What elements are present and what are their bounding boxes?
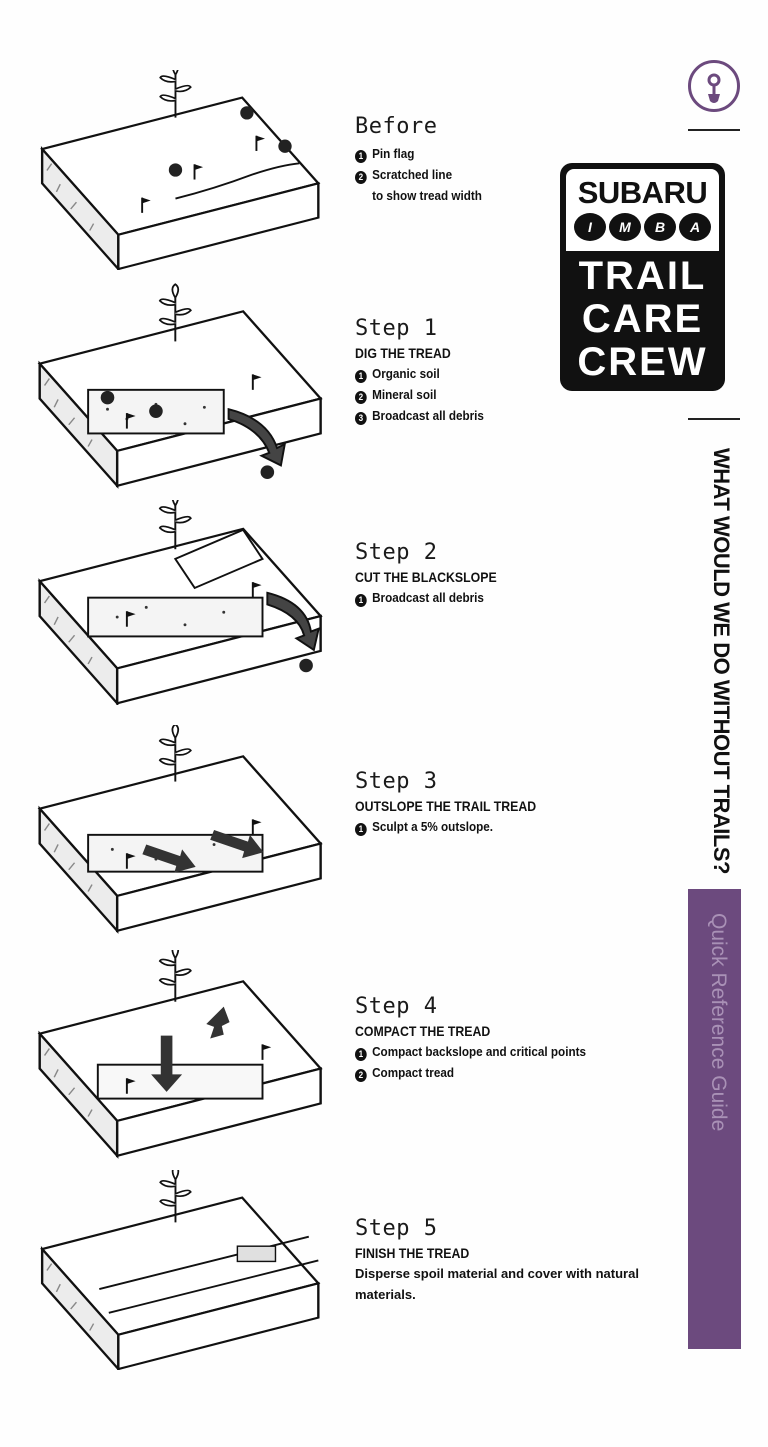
number-badge: 2 [355,1069,367,1082]
step-item: 1 Compact backslope and critical points [355,1041,625,1062]
number-badge: 1 [355,1048,367,1061]
item-text: Broadcast all debris [372,408,484,423]
step-item: 3 Broadcast all debris [355,405,625,426]
number-badge: 3 [355,412,367,425]
step-subtitle: COMPACT THE TREAD [355,1023,491,1039]
logo-word: TRAIL [578,254,707,298]
step-title: Step 2 [355,540,438,565]
logo-word: CARE [581,297,704,341]
number-badge: 1 [355,823,367,836]
number-badge: 1 [355,370,367,383]
step-5: Step 5 FINISH THE TREAD Disperse spoil m… [0,1170,639,1370]
step1-illustration [38,283,322,487]
divider-top [688,129,740,131]
divider-mid [688,418,740,420]
item-text: Compact backslope and critical points [372,1044,587,1059]
step-2: Step 2 CUT THE BLACKSLOPE 1 Broadcast all… [0,500,540,705]
step-title: Step 5 [355,1216,438,1241]
item-text: Pin flag [372,146,415,161]
imba-letter: B [644,213,676,241]
step-item: 2 Scratched line [355,164,625,185]
imba-letter: I [574,213,606,241]
step-item: 2 Compact tread [355,1062,625,1083]
before-illustration [40,70,320,270]
step-item: to show tread width [355,185,625,206]
step-item: 1 Organic soil [355,363,625,384]
step-3: Step 3 OUTSLOPE THE TRAIL TREAD 1 Sculpt … [0,725,540,935]
imba-letter: M [609,213,641,241]
step3-illustration [38,725,322,932]
shovel-icon [688,60,740,112]
step-4: Step 4 COMPACT THE TREAD 1 Compact backsl… [0,950,586,1160]
step-subtitle: DIG THE TREAD [355,345,451,361]
subaru-wordmark: SUBARU [577,175,708,210]
step-title: Before [355,114,438,139]
step-subtitle: CUT THE BLACKSLOPE [355,569,497,585]
step-description: Disperse spoil material and cover with n… [355,1266,639,1302]
number-badge: 2 [355,171,367,184]
step4-illustration [38,950,322,1157]
item-text: Broadcast all debris [372,590,484,605]
tagline-vertical: WHAT WOULD WE DO WITHOUT TRAILS? [690,448,734,874]
imba-mark: I M B A [574,213,711,243]
step-1: Step 1 DIG THE TREAD 1 Organic soil 2 Mine… [0,280,540,490]
step-subtitle: OUTSLOPE THE TRAIL TREAD [355,798,537,814]
imba-letter: A [679,213,711,241]
step-title: Step 1 [355,316,438,341]
step-before: Before 1 Pin flag 2 Scratched line to show… [0,70,540,270]
logo-words: TRAIL CARE CREW [560,255,725,384]
tagline-text: WHAT WOULD WE DO WITHOUT TRAILS? [709,448,734,874]
item-text: Mineral soil [372,387,437,402]
item-text: Organic soil [372,366,440,381]
step-title: Step 4 [355,994,438,1019]
step-subtitle: FINISH THE TREAD [355,1245,470,1261]
item-text: to show tread width [372,188,482,203]
step2-illustration [38,500,322,705]
quick-reference-bar: Quick Reference Guide [688,889,741,1349]
number-badge: 1 [355,594,367,607]
guide-text: Quick Reference Guide [707,913,730,1132]
step-item: 1 Pin flag [355,143,625,164]
step-item: 1 Sculpt a 5% outslope. [355,816,625,837]
number-badge: 1 [355,150,367,163]
item-text: Sculpt a 5% outslope. [372,819,494,834]
trail-care-crew-logo: SUBARU I M B A TRAIL CARE CREW [560,163,725,391]
item-text: Scratched line [372,167,453,182]
number-badge: 2 [355,391,367,404]
step-title: Step 3 [355,769,438,794]
step5-illustration [40,1170,320,1370]
step-item: 1 Broadcast all debris [355,587,625,608]
logo-word: CREW [577,340,708,384]
step-item: 2 Mineral soil [355,384,625,405]
item-text: Compact tread [372,1065,455,1080]
